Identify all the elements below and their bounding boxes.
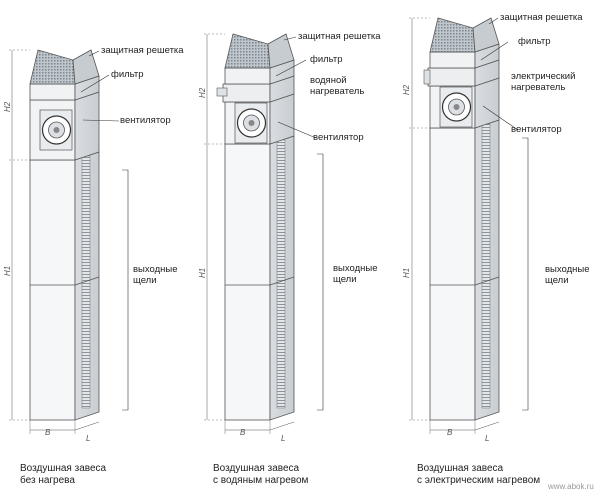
fan-hub-1: [53, 127, 60, 133]
filter-label-3: фильтр: [518, 36, 551, 47]
grille-leader-2: [283, 36, 297, 41]
heater-section-3: [427, 67, 476, 87]
h1-dimension-label-3: H1: [402, 267, 411, 278]
air-curtain-unit-2: [204, 33, 324, 434]
caption-2: Воздушная завеса с водяным нагревом: [213, 463, 309, 486]
slots-bracket-3: [522, 137, 529, 411]
fan-label-2: вентилятор: [313, 132, 364, 143]
filter-box-front-2: [224, 67, 271, 85]
water-connection-2: [216, 87, 228, 97]
slots-bracket-2: [317, 153, 324, 411]
depth-dimension-line-1: [74, 421, 100, 431]
watermark: www.abok.ru: [548, 482, 594, 491]
lower-body-front-2: [224, 143, 271, 421]
section-joint-side-3: [474, 276, 500, 286]
section-joint-side-1: [74, 276, 100, 286]
lower-body-front-3: [429, 127, 476, 421]
grille-label-2: защитная решетка: [298, 31, 381, 42]
slots-label-3: выходные щели: [545, 264, 590, 286]
h2-dimension-label-1: H2: [3, 101, 12, 112]
grille-leader-1: [88, 50, 100, 57]
fan-hub-3: [453, 104, 460, 110]
caption-3: Воздушная завеса с электрическим нагрево…: [417, 463, 541, 486]
outlet-slots-3: [481, 123, 491, 409]
grille-hood-side-3: [472, 17, 500, 53]
filter-label-2: фильтр: [310, 54, 343, 65]
depth-dimension-line-2: [269, 421, 295, 431]
l-dimension-label-3: L: [485, 434, 490, 443]
slots-label-2: выходные щели: [333, 263, 378, 285]
fan-label-1: вентилятор: [120, 115, 171, 126]
depth-dimension-line-3: [474, 421, 500, 431]
section-joint-side-2: [269, 276, 295, 286]
filter-box-front-3: [429, 51, 476, 69]
grille-hood-side-2: [267, 33, 295, 69]
l-dimension-label-2: L: [281, 434, 286, 443]
fan-section-side-1: [74, 91, 100, 161]
grille-hood-side-1: [72, 49, 100, 85]
lower-body-front-1: [29, 159, 76, 421]
protective-grille-3: [429, 17, 476, 53]
heater-section-2: [222, 83, 271, 103]
fan-section-side-2: [269, 93, 295, 145]
filter-label-1: фильтр: [111, 69, 144, 80]
h2-dimension-label-3: H2: [402, 84, 411, 95]
grille-label-1: защитная решетка: [101, 45, 184, 56]
fan-section-side-3: [474, 77, 500, 129]
fan-label-3: вентилятор: [511, 124, 562, 135]
b-dimension-label-1: B: [45, 428, 51, 437]
heater-label-2: водяной нагреватель: [310, 75, 365, 97]
air-curtain-unit-3: [409, 17, 529, 434]
outlet-slots-2: [276, 139, 286, 409]
caption-1: Воздушная завеса без нагрева: [20, 463, 107, 486]
grille-label-3: защитная решетка: [500, 12, 583, 23]
heater-label-3: электрический нагреватель: [511, 71, 576, 93]
h1-dimension-label-1: H1: [3, 265, 12, 276]
electric-terminal-box-3: [423, 69, 431, 85]
h2-dimension-label-2: H2: [198, 87, 207, 98]
slots-label-1: выходные щели: [133, 264, 178, 286]
filter-box-front-1: [29, 83, 76, 101]
fan-hub-2: [248, 120, 255, 126]
fan-leader-2: [277, 121, 317, 139]
filter-leader-2: [275, 59, 307, 77]
fan-leader-1: [82, 119, 120, 122]
protective-grille-2: [224, 33, 271, 69]
b-dimension-label-3: B: [447, 428, 453, 437]
air-curtain-unit-1: [9, 49, 129, 434]
filter-leader-1: [80, 74, 110, 93]
l-dimension-label-1: L: [86, 434, 91, 443]
slots-bracket-1: [122, 169, 129, 411]
b-dimension-label-2: B: [240, 428, 246, 437]
h1-dimension-label-2: H1: [198, 267, 207, 278]
grille-leader-3: [488, 17, 499, 25]
filter-leader-3: [480, 41, 509, 61]
fan-leader-3: [482, 105, 519, 131]
protective-grille-1: [29, 49, 76, 85]
